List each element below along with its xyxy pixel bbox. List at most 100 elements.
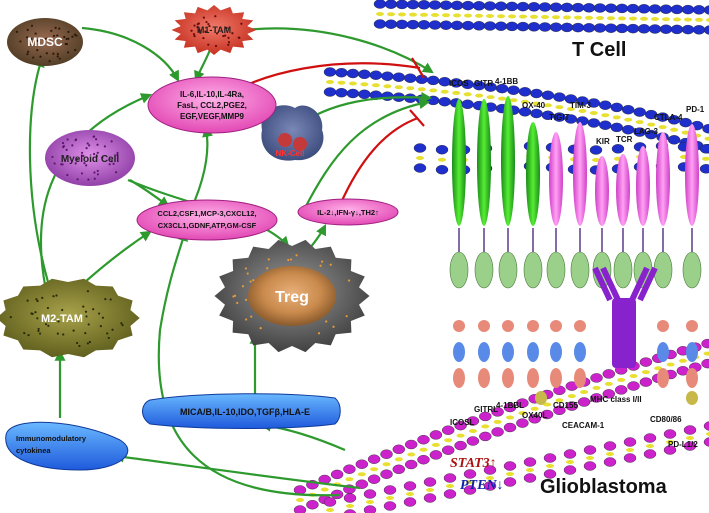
lipid-head [335, 67, 348, 78]
texture-dot [116, 153, 119, 157]
lipid-tail [532, 101, 541, 106]
texture-dot [223, 34, 227, 37]
texture-dot [202, 36, 205, 40]
ligand-head [478, 320, 490, 332]
lipid-tail [296, 498, 304, 502]
texture-dot [202, 16, 205, 19]
lipid-tail [592, 385, 601, 390]
lipid-head [681, 24, 695, 35]
lipid-head [413, 143, 427, 153]
texture-dot [56, 52, 59, 56]
texture-dot [109, 298, 112, 301]
lipid-head [461, 0, 475, 11]
texture-dot [92, 152, 96, 156]
lipid-head [423, 477, 437, 487]
texture-dot [103, 145, 106, 148]
lipid-tail [464, 13, 472, 18]
ligand-mid [502, 342, 514, 362]
texture-dot [41, 296, 44, 299]
lipid-head [403, 481, 417, 491]
texture-dot [85, 164, 88, 167]
lipid-tail [420, 12, 428, 17]
lipid-tail [552, 15, 560, 20]
texture-dot [26, 299, 29, 302]
lipid-head [369, 70, 383, 80]
receptor-domain [474, 251, 494, 289]
lipid-tail [416, 156, 424, 160]
lipid-head [438, 96, 451, 107]
lipid-head [494, 21, 508, 31]
lipid-head [549, 2, 563, 12]
lipid-head [406, 0, 420, 10]
lipid-tail [686, 436, 694, 440]
lipid-head [663, 429, 677, 439]
lipid-head [699, 144, 709, 154]
lipid-head [637, 24, 651, 34]
ligand-base [657, 368, 669, 388]
lipid-tail [526, 468, 534, 472]
lipid-head [454, 440, 467, 451]
ligand-head [574, 320, 586, 332]
lipid-head [483, 481, 497, 491]
texture-dot [93, 177, 96, 180]
texture-dot [75, 341, 79, 345]
arrow-m2-to-box2 [84, 230, 152, 283]
texture-dot [121, 324, 124, 327]
texture-dot [65, 43, 69, 46]
lipid-tail [612, 115, 621, 120]
arrows [28, 26, 434, 497]
immuno-line2: cytokinea [16, 446, 51, 455]
myeloid-label: Myeloid Cell [61, 154, 120, 165]
texture-dot [61, 141, 65, 145]
ligand-head [657, 320, 669, 332]
lipid-head [627, 381, 640, 391]
texture-dot [36, 49, 39, 52]
ligand-head [502, 320, 514, 332]
lipid-head [435, 144, 449, 155]
receptor-shaft [685, 124, 699, 226]
lipid-head [643, 449, 657, 459]
lipid-tail [370, 467, 379, 472]
arrow-tumor-to-box2 [157, 229, 341, 497]
texture-dot [36, 299, 39, 303]
lipid-head [417, 0, 431, 10]
lipid-head [611, 144, 625, 154]
ligand-base [453, 368, 465, 388]
lipid-head [670, 24, 684, 35]
texture-dot [71, 35, 74, 38]
texture-dot [51, 155, 54, 159]
lipid-tail [475, 93, 484, 98]
lipid-head [659, 4, 673, 14]
receptor-label-tcr: TCR [616, 135, 633, 144]
texture-dot [42, 38, 45, 41]
lipid-head [615, 385, 628, 395]
receptor-labels: ICOS GITR 4-1BB OX-40 TIGIT TIM-3 KIR TC… [449, 77, 705, 146]
lipid-tail [601, 113, 610, 118]
texture-dot [78, 344, 81, 348]
receptor-shaft [452, 99, 466, 226]
lipid-head [659, 24, 673, 34]
texture-dot [76, 158, 79, 161]
lipid-head [461, 99, 474, 110]
lipid-head [589, 145, 603, 155]
lipid-tail [320, 487, 329, 492]
receptor-label-tigit: TIGIT [549, 113, 570, 122]
glioblastoma-heading: Glioblastoma [540, 476, 668, 498]
cytokine-box-3: IL-2↓,IFN-γ↓,TH2↑ [297, 198, 399, 226]
texture-dot [241, 285, 245, 288]
lipid-tail [406, 86, 415, 91]
lipid-head [450, 0, 464, 11]
lipid-tail [394, 457, 403, 462]
texture-dot [55, 294, 58, 297]
lipid-head [590, 373, 603, 383]
lipid-head [472, 21, 486, 31]
ligand-base [527, 368, 539, 388]
lipid-tail [493, 419, 502, 424]
receptor-shaft [656, 132, 670, 226]
lipid-head [692, 25, 706, 35]
mhc-body [612, 298, 636, 368]
m1-tam-cell: M1-TAM [171, 5, 257, 55]
immuno-line1: Immunomodulatory [16, 434, 87, 443]
arrow-m2-to-mdsc [28, 55, 50, 283]
lipid-head [358, 89, 371, 100]
